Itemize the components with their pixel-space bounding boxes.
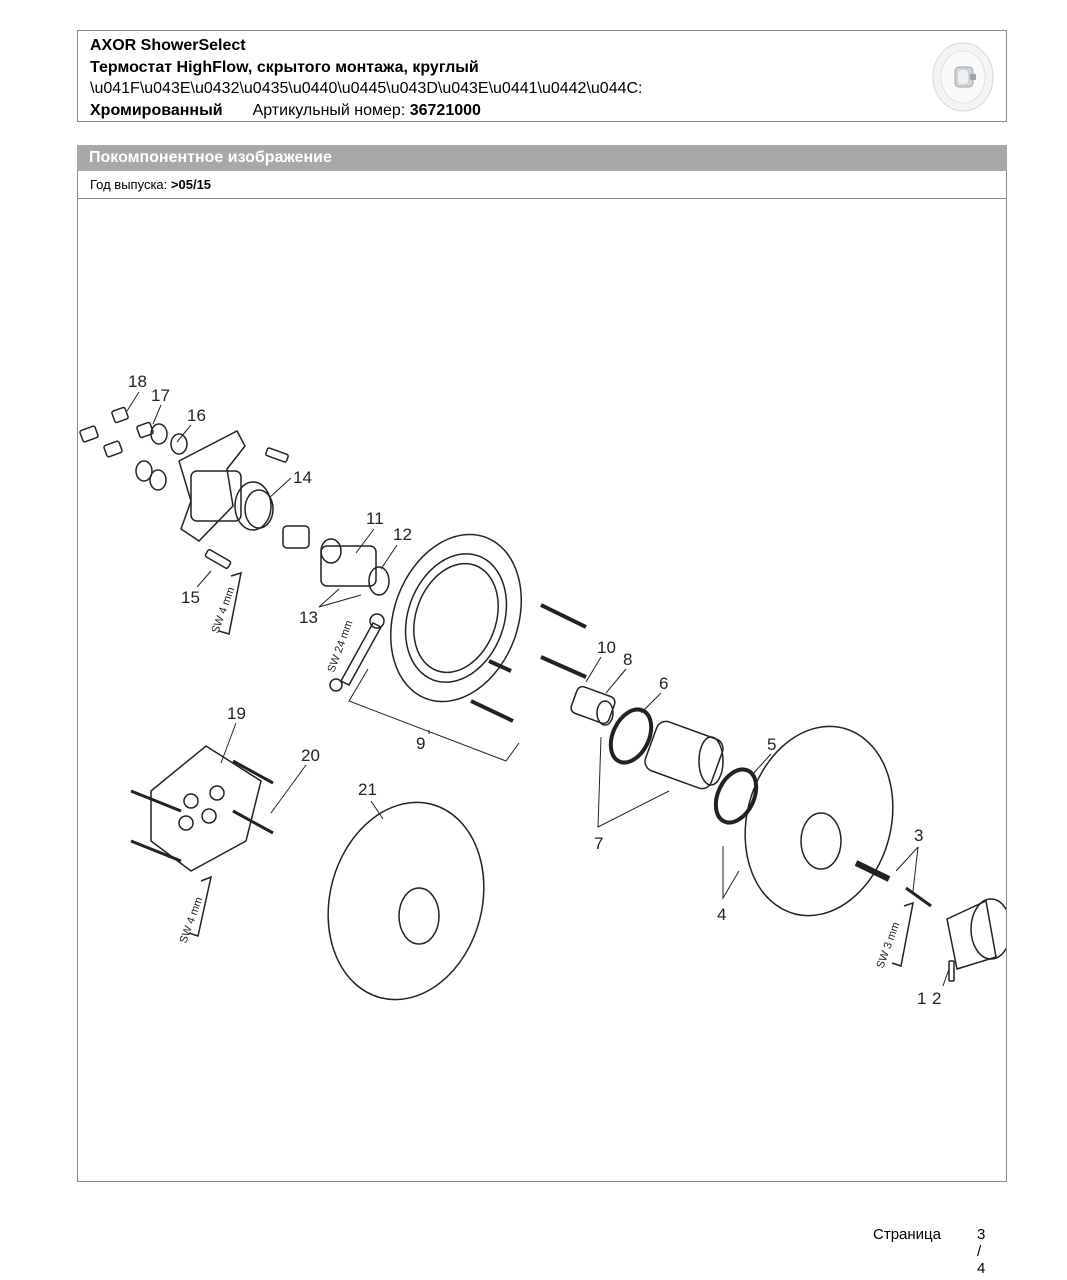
fittings-group <box>79 406 188 491</box>
callout-18: 18 <box>128 372 147 391</box>
callout-12: 12 <box>393 525 412 544</box>
backplate-assembly <box>130 745 274 937</box>
tool-label-sw24: SW 24 mm <box>326 619 356 674</box>
article-number: 36721000 <box>409 101 481 119</box>
page-number: 3 / 4 <box>977 1226 986 1277</box>
callout-1: 1 <box>917 989 926 1008</box>
header-text: AXOR ShowerSelect Термостат HighFlow, ск… <box>90 35 643 121</box>
callout-10: 10 <box>597 638 616 657</box>
spindle-assembly <box>854 860 932 967</box>
callout-5: 5 <box>767 735 776 754</box>
cover-rosette <box>327 801 485 1001</box>
tool-labels: SW 4 mm SW 24 mm SW 4 mm SW 3 mm <box>178 586 903 970</box>
release-year-row: Год выпуска: >05/15 <box>77 171 1007 198</box>
callout-13: 13 <box>299 608 318 627</box>
article-label: Артикульный номер: <box>252 101 406 119</box>
callout-7: 7 <box>594 834 603 853</box>
year-value: >05/15 <box>170 177 212 192</box>
callout-6: 6 <box>659 674 668 693</box>
o-ring-5 <box>713 767 759 825</box>
product-name: Термостат HighFlow, скрытого монтажа, кр… <box>90 58 479 76</box>
leader-lines <box>126 391 950 987</box>
handle-knob <box>946 898 1006 982</box>
year-label: Год выпуска: <box>90 177 168 192</box>
exploded-view-diagram: 18 17 16 14 15 11 12 13 10 8 6 9 19 20 2… <box>77 198 1007 1182</box>
callout-9: 9 <box>416 734 425 753</box>
callout-8: 8 <box>623 650 632 669</box>
thermostat-cartridge <box>282 525 390 596</box>
exploded-drawing: 18 17 16 14 15 11 12 13 10 8 6 9 19 20 2… <box>79 372 1006 1008</box>
trim-rosette <box>744 725 894 917</box>
long-screws <box>470 603 587 723</box>
callout-20: 20 <box>301 746 320 765</box>
surface-line: \u041F\u043E\u0432\u0435\u0440\u0445\u04… <box>90 80 643 97</box>
o-ring-6 <box>608 707 654 765</box>
wrench-sw24 <box>329 613 385 692</box>
finish-row: Хромированный Артикульный номер: 36721000 <box>90 100 643 122</box>
brand-title: AXOR ShowerSelect <box>90 37 246 54</box>
callout-14: 14 <box>293 468 312 487</box>
section-title: Покомпонентное изображение <box>77 145 1007 171</box>
callout-labels: 18 17 16 14 15 11 12 13 10 8 6 9 19 20 2… <box>128 372 941 1008</box>
callout-15: 15 <box>181 588 200 607</box>
callout-3: 3 <box>914 826 923 845</box>
adapter-sleeve <box>570 685 616 726</box>
callout-21: 21 <box>358 780 377 799</box>
extension-tube <box>644 720 724 790</box>
product-thumbnail-image <box>932 42 994 112</box>
page-label: Страница <box>873 1226 941 1243</box>
callout-2: 2 <box>932 989 941 1008</box>
tool-label-sw3: SW 3 mm <box>875 921 903 970</box>
finish-value: Хромированный <box>90 101 223 119</box>
callout-4: 4 <box>717 905 726 924</box>
screw-and-hex-key-upper <box>204 549 242 635</box>
callout-17: 17 <box>151 386 170 405</box>
valve-body <box>178 429 289 542</box>
callout-16: 16 <box>187 406 206 425</box>
callout-19: 19 <box>227 704 246 723</box>
product-header: AXOR ShowerSelect Термостат HighFlow, ск… <box>77 30 1007 122</box>
mounting-ring <box>389 533 523 703</box>
callout-11: 11 <box>366 509 384 528</box>
